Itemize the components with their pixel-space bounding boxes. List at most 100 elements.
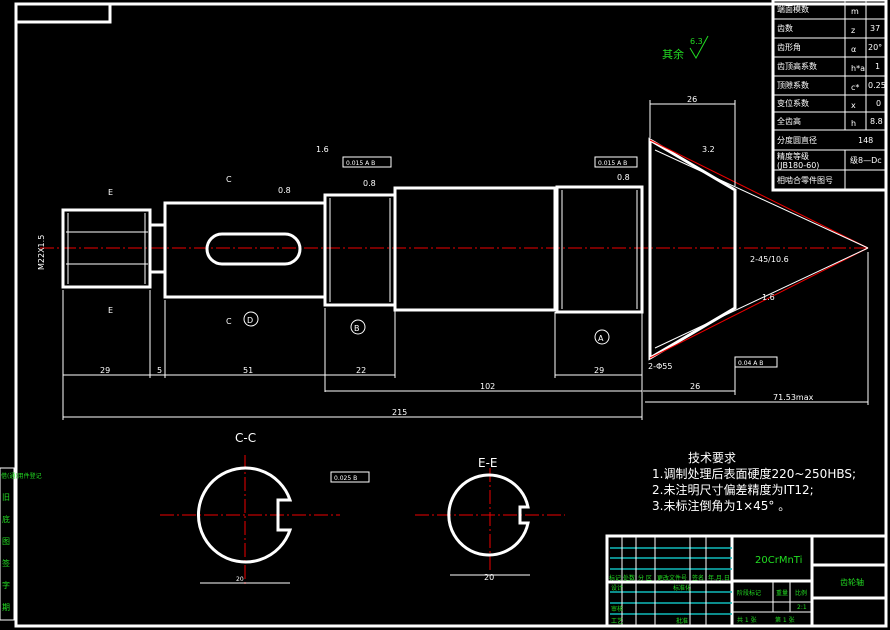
svg-text:C: C [226,175,232,184]
svg-text:E: E [108,306,113,315]
svg-text:齿形角: 齿形角 [777,42,801,52]
svg-text:阶段标记: 阶段标记 [737,589,761,597]
svg-text:齿轮轴: 齿轮轴 [840,577,864,587]
side-strip-label: 底 [2,514,10,524]
bevel-gear [648,137,737,361]
svg-text:0: 0 [876,99,881,108]
svg-text:0.8: 0.8 [617,173,630,182]
tolerance-frames: 0.015 A B 0.015 A B 0.04 A B 0.025 B [330,156,778,483]
svg-text:精度等级: 精度等级 [777,151,809,161]
side-strip-label: 期 [2,603,10,612]
svg-text:级8—Dc: 级8—Dc [850,155,882,165]
gear-parameter-table: 端面模数 齿数 齿形角 齿顶高系数 顶隙系数 变位系数 全齿高 分度圆直径 精度… [771,0,888,192]
svg-text:20CrMnTi: 20CrMnTi [755,555,802,566]
svg-text:0.25: 0.25 [868,81,886,90]
svg-text:1.6: 1.6 [316,145,329,154]
svg-text:5: 5 [157,366,162,375]
svg-text:2-Φ55: 2-Φ55 [648,362,672,371]
svg-text:(JB180-60): (JB180-60) [777,161,819,170]
svg-text:z: z [851,26,855,35]
section-c-c: C-C 20 [160,431,340,585]
svg-text:A: A [598,334,604,343]
roughness-note: 其余 6.3 [662,35,709,61]
side-strip-label: 签 [2,558,10,568]
svg-text:1: 1 [875,62,880,71]
svg-text:26: 26 [690,382,700,391]
corner-box [14,2,112,24]
svg-text:年.月.日: 年.月.日 [708,574,730,582]
svg-text:M22X1.5: M22X1.5 [37,235,46,270]
svg-text:51: 51 [243,366,253,375]
svg-text:相啮合零件图号: 相啮合零件图号 [777,175,833,185]
svg-text:2.未注明尺寸偏差精度为IT12;: 2.未注明尺寸偏差精度为IT12; [652,482,814,497]
svg-text:C-C: C-C [235,431,256,445]
svg-text:3.未标注倒角为1×45° 。: 3.未标注倒角为1×45° 。 [652,498,790,513]
svg-text:71.53max: 71.53max [773,393,814,402]
side-strip-label: 字 [2,580,10,590]
svg-text:全齿高: 全齿高 [777,116,801,126]
roughness-symbols: 0.8 0.8 3.2 1.6 0.8 1.6 [278,145,775,302]
svg-text:0.04 A B: 0.04 A B [738,360,763,367]
svg-text:处数: 处数 [623,574,635,582]
title-block: 20CrMnTi 齿轮轴 标记 处数 分 区 更改文件号 签名 年.月.日 设计… [605,534,888,628]
svg-text:2:1: 2:1 [797,604,807,611]
svg-text:共 1 张: 共 1 张 [737,616,757,624]
svg-text:0.015 A B: 0.015 A B [598,160,627,167]
svg-text:重量: 重量 [776,589,788,597]
svg-text:批准: 批准 [676,617,688,625]
svg-text:m: m [851,7,859,16]
svg-text:比例: 比例 [795,589,807,597]
svg-text:设计: 设计 [611,584,623,592]
dimensions [62,100,869,420]
svg-text:26: 26 [687,95,697,104]
svg-text:148: 148 [858,136,873,145]
svg-text:20: 20 [484,573,494,582]
side-strip-label: 旧 [2,493,10,502]
shaft [61,137,869,361]
svg-text:齿数: 齿数 [777,23,793,33]
svg-text:端面模数: 端面模数 [777,4,809,14]
svg-text:E-E: E-E [478,456,498,470]
svg-text:齿顶高系数: 齿顶高系数 [777,61,817,71]
svg-text:顶隙系数: 顶隙系数 [777,80,809,90]
svg-text:0.015 A B: 0.015 A B [346,160,375,167]
svg-text:102: 102 [480,382,495,391]
svg-text:0.8: 0.8 [278,186,291,195]
svg-text:标记: 标记 [609,574,621,582]
svg-text:x: x [851,101,856,110]
svg-text:标准化: 标准化 [673,584,691,592]
svg-text:1.调制处理后表面硬度220~250HBS;: 1.调制处理后表面硬度220~250HBS; [652,466,856,481]
svg-text:h: h [851,119,856,128]
svg-text:h*a: h*a [851,64,865,73]
drawing-frame [14,2,888,628]
svg-text:20°: 20° [868,43,882,52]
svg-text:B: B [354,324,360,333]
svg-text:1.6: 1.6 [762,293,775,302]
svg-text:签名: 签名 [692,574,704,582]
svg-text:20: 20 [236,576,244,583]
svg-text:技术要求: 技术要求 [688,451,736,465]
pitch-cone-line [649,139,869,249]
svg-text:分 区: 分 区 [638,574,652,582]
svg-text:C: C [226,317,232,326]
side-strip: 借(通)用件登记 旧 底 图 签 字 期 [0,467,42,621]
svg-text:E: E [108,188,113,197]
svg-text:29: 29 [100,366,110,375]
svg-text:c*: c* [851,83,859,92]
svg-text:2-45/10.6: 2-45/10.6 [750,255,789,264]
side-strip-label: 图 [2,537,10,546]
svg-text:37: 37 [870,24,880,33]
svg-text:审核: 审核 [611,605,623,613]
svg-text:29: 29 [594,366,604,375]
pitch-cone-line [649,247,869,359]
svg-text:6.3: 6.3 [690,37,703,46]
shoulder-section [393,186,557,312]
technical-requirements: 技术要求 1.调制处理后表面硬度220~250HBS; 2.未注明尺寸偏差精度为… [652,451,856,513]
bearing-seat-a [555,185,644,314]
svg-text:0.025 B: 0.025 B [334,475,357,482]
svg-text:0.8: 0.8 [363,179,376,188]
svg-text:8.8: 8.8 [870,117,883,126]
svg-text:工艺: 工艺 [611,617,623,625]
section-markers: E E C C D B A [108,175,610,345]
svg-text:更改文件号: 更改文件号 [657,574,687,582]
